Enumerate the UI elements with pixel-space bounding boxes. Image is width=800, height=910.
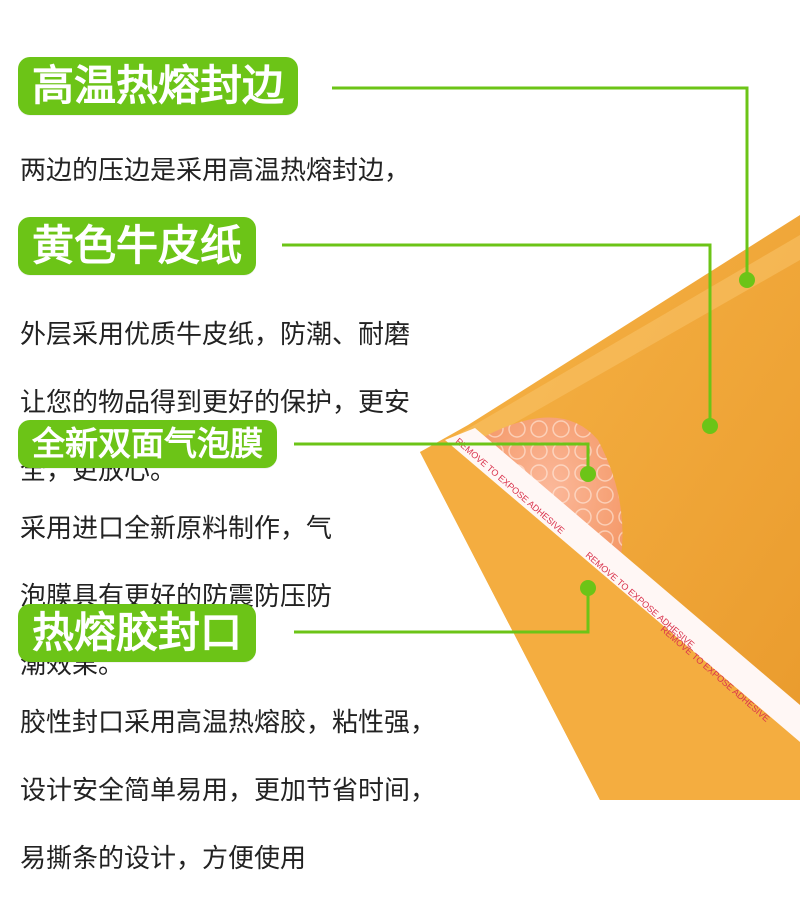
feature-title-heat-seal-edge: 高温热熔封边 (18, 57, 299, 115)
desc-line: 设计安全简单易用，更加节省时间， (20, 776, 437, 806)
feature-title-hot-melt-seal: 热熔胶封口 (18, 604, 257, 662)
product-feature-page: REMOVE TO EXPOSE ADHESIVE REMOVE TO EXPO… (18, 57, 800, 874)
seal-strip (445, 428, 800, 742)
desc-line: 两边的压边是采用高温热熔封边， (20, 156, 411, 186)
front-flap: REMOVE TO EXPOSE ADHESIVE REMOVE TO EXPO… (420, 428, 800, 800)
leader-dot-4 (580, 580, 596, 596)
envelope-illustration: REMOVE TO EXPOSE ADHESIVE REMOVE TO EXPO… (282, 86, 800, 800)
leader-dots (580, 272, 755, 596)
feature-title-bubble-film: 全新双面气泡膜 (18, 420, 277, 468)
desc-line: 易撕条的设计，方便使用 (20, 844, 307, 874)
leader-dot-2 (702, 418, 718, 434)
desc-line: 采用进口全新原料制作，气 (20, 514, 333, 544)
leader-lines (282, 86, 749, 634)
feature-title-kraft-paper: 黄色牛皮纸 (18, 217, 257, 275)
feature-desc-hot-melt-seal: 胶性封口采用高温热熔胶，粘性强， 设计安全简单易用，更加节省时间， 易撕条的设计… (20, 672, 436, 910)
leader-dot-1 (739, 272, 755, 288)
desc-line: 胶性封口采用高温热熔胶，粘性强， (20, 708, 437, 738)
desc-line: 外层采用优质牛皮纸，防潮、耐磨 (20, 320, 411, 350)
feature-desc-kraft-paper: 外层采用优质牛皮纸，防潮、耐磨 让您的物品得到更好的保护，更安 全，更放心。 (20, 284, 410, 522)
leader-dot-3 (580, 466, 596, 482)
desc-line: 让您的物品得到更好的保护，更安 (20, 388, 411, 418)
